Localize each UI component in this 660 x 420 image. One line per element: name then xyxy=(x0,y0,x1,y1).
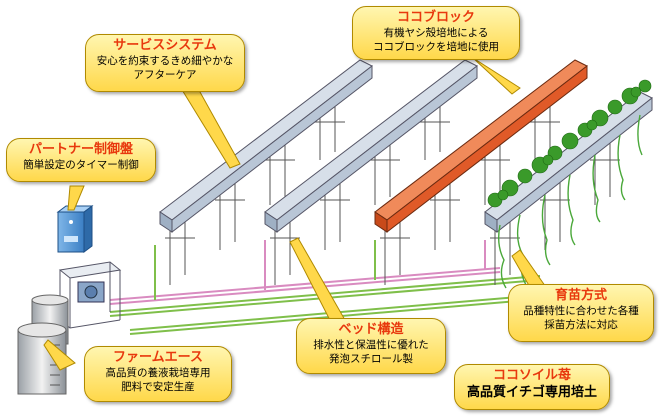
callout-line: 品種特性に合わせた各種 xyxy=(523,305,639,317)
coco-block-bed xyxy=(374,59,588,234)
farm-ace-callout: ファームエース 高品質の養液栽培専用 肥料で安定生産 xyxy=(84,346,232,402)
callout-line: 有機ヤシ殻培地による xyxy=(383,27,489,39)
pump-station xyxy=(58,261,122,329)
callout-line: 高品質イチゴ専用培土 xyxy=(466,385,597,400)
callout-title: 育苗方式 xyxy=(554,288,607,303)
coco-soil-callout: ココソイル苺 高品質イチゴ専用培土 xyxy=(454,364,610,410)
callout-line: ココブロックを培地に使用 xyxy=(373,41,499,53)
callout-line: 安心を約束するきめ細やかな xyxy=(96,55,234,67)
callout-line: 採苗方法に対応 xyxy=(544,319,618,331)
callout-title: ココブロック xyxy=(396,10,475,25)
control-panel xyxy=(56,205,94,253)
seedling-method-callout: 育苗方式 品種特性に合わせた各種 採苗方法に対応 xyxy=(508,284,654,342)
coco-block-callout: ココブロック 有機ヤシ殻培地による ココブロックを培地に使用 xyxy=(352,6,520,60)
callout-line: 排水性と保温性に優れた xyxy=(313,339,429,351)
callout-line: 発泡スチロール製 xyxy=(329,353,413,365)
bed-support-stands xyxy=(165,92,620,285)
growing-bed-1 xyxy=(159,59,373,234)
callout-line: 簡単設定のタイマー制御 xyxy=(23,159,139,171)
growing-bed-2 xyxy=(264,59,478,234)
callout-title: ベッド構造 xyxy=(338,322,404,337)
callout-title: ファームエース xyxy=(113,350,203,365)
callout-line: アフターケア xyxy=(133,69,197,81)
callout-line: 肥料で安定生産 xyxy=(121,381,195,393)
control-panel-callout: パートナー制御盤 簡単設定のタイマー制御 xyxy=(6,138,156,182)
callout-title: サービスシステム xyxy=(113,38,217,53)
fertilizer-tank-1 xyxy=(31,294,69,345)
callout-line: 高品質の養液栽培専用 xyxy=(105,367,211,379)
bed-structure-callout: ベッド構造 排水性と保温性に優れた 発泡スチロール製 xyxy=(296,318,446,374)
service-system-callout: サービスシステム 安心を約束するきめ細やかな アフターケア xyxy=(85,34,245,92)
callout-title: ココソイル苺 xyxy=(492,368,571,383)
fertilizer-tank-2 xyxy=(17,322,67,395)
strawberry-bed xyxy=(484,91,653,234)
callout-title: パートナー制御盤 xyxy=(28,142,133,157)
strawberry-plants xyxy=(487,79,652,208)
